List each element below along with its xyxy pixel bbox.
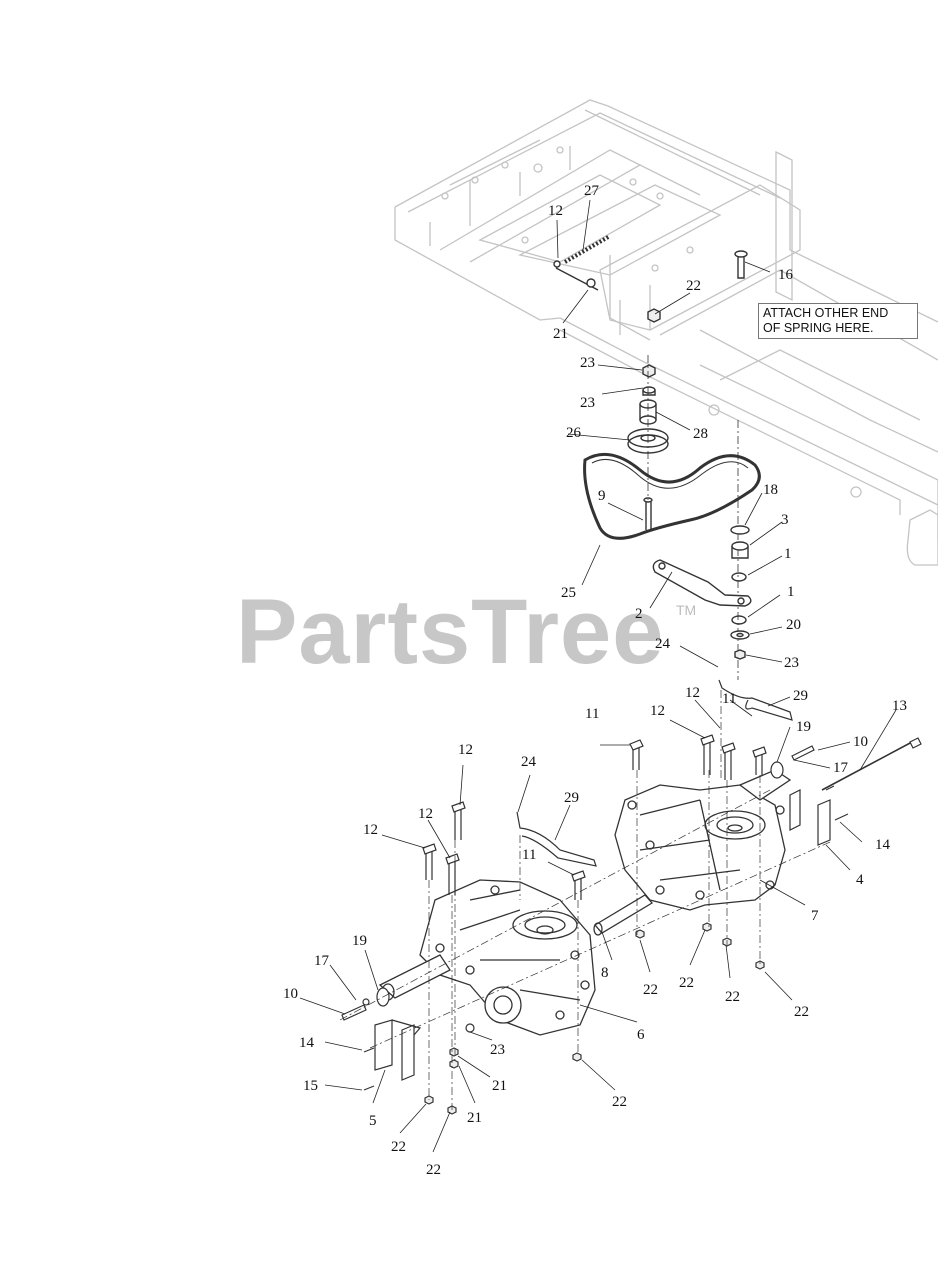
spring-note: ATTACH OTHER END OF SPRING HERE. (758, 303, 918, 339)
callout-29[interactable]: 29 (793, 688, 808, 704)
note-line-2: OF SPRING HERE. (763, 321, 874, 335)
callout-10[interactable]: 10 (283, 986, 298, 1002)
callout-22[interactable]: 22 (426, 1162, 441, 1178)
callout-4[interactable]: 4 (856, 872, 864, 888)
callout-14[interactable]: 14 (875, 837, 890, 853)
callout-12[interactable]: 12 (418, 806, 433, 822)
callout-16[interactable]: 16 (778, 267, 793, 283)
callout-14[interactable]: 14 (299, 1035, 314, 1051)
callout-26[interactable]: 26 (566, 425, 581, 441)
callout-24[interactable]: 24 (655, 636, 670, 652)
callout-11[interactable]: 11 (722, 691, 737, 707)
callout-10[interactable]: 10 (853, 734, 868, 750)
lower-small-parts (339, 679, 922, 1115)
callout-3[interactable]: 3 (781, 512, 789, 528)
callout-21[interactable]: 21 (492, 1078, 507, 1094)
callout-17[interactable]: 17 (833, 760, 848, 776)
watermark: PartsTree (236, 581, 665, 683)
callout-13[interactable]: 13 (892, 698, 907, 714)
callout-22[interactable]: 22 (391, 1139, 406, 1155)
callout-22[interactable]: 22 (679, 975, 694, 991)
callout-12[interactable]: 12 (363, 822, 378, 838)
callout-17[interactable]: 17 (314, 953, 329, 969)
callout-11[interactable]: 11 (522, 847, 537, 863)
callout-25[interactable]: 25 (561, 585, 576, 601)
callout-19[interactable]: 19 (352, 933, 367, 949)
right-transaxle (593, 769, 792, 936)
callout-23[interactable]: 23 (580, 355, 595, 371)
callout-11[interactable]: 11 (585, 706, 600, 722)
callout-28[interactable]: 28 (693, 426, 708, 442)
callout-21[interactable]: 21 (553, 326, 568, 342)
callout-12[interactable]: 12 (685, 685, 700, 701)
callout-5[interactable]: 5 (369, 1113, 377, 1129)
callout-12[interactable]: 12 (548, 203, 563, 219)
callout-23[interactable]: 23 (580, 395, 595, 411)
callout-27[interactable]: 27 (584, 183, 599, 199)
leader-lines (299, 199, 897, 1153)
callout-22[interactable]: 22 (643, 982, 658, 998)
callout-20[interactable]: 20 (786, 617, 801, 633)
callout-7[interactable]: 7 (811, 908, 819, 924)
mower-frame (394, 99, 938, 566)
trademark-mark: TM (676, 602, 697, 618)
callout-12[interactable]: 12 (458, 742, 473, 758)
callout-1[interactable]: 1 (784, 546, 792, 562)
callout-6[interactable]: 6 (637, 1027, 645, 1043)
callout-9[interactable]: 9 (598, 488, 606, 504)
callout-21[interactable]: 21 (467, 1110, 482, 1126)
callout-12[interactable]: 12 (650, 703, 665, 719)
callout-1[interactable]: 1 (787, 584, 795, 600)
callout-2[interactable]: 2 (635, 606, 643, 622)
callout-22[interactable]: 22 (794, 1004, 809, 1020)
callout-23[interactable]: 23 (490, 1042, 505, 1058)
callout-19[interactable]: 19 (796, 719, 811, 735)
callout-24[interactable]: 24 (521, 754, 536, 770)
callout-22[interactable]: 22 (686, 278, 701, 294)
callout-22[interactable]: 22 (612, 1094, 627, 1110)
callout-15[interactable]: 15 (303, 1078, 318, 1094)
callout-22[interactable]: 22 (725, 989, 740, 1005)
callout-23[interactable]: 23 (784, 655, 799, 671)
callout-29[interactable]: 29 (564, 790, 579, 806)
callout-18[interactable]: 18 (763, 482, 778, 498)
note-line-1: ATTACH OTHER END (763, 306, 889, 320)
left-transaxle (378, 879, 596, 1036)
callout-8[interactable]: 8 (601, 965, 609, 981)
upper-parts (553, 234, 761, 680)
